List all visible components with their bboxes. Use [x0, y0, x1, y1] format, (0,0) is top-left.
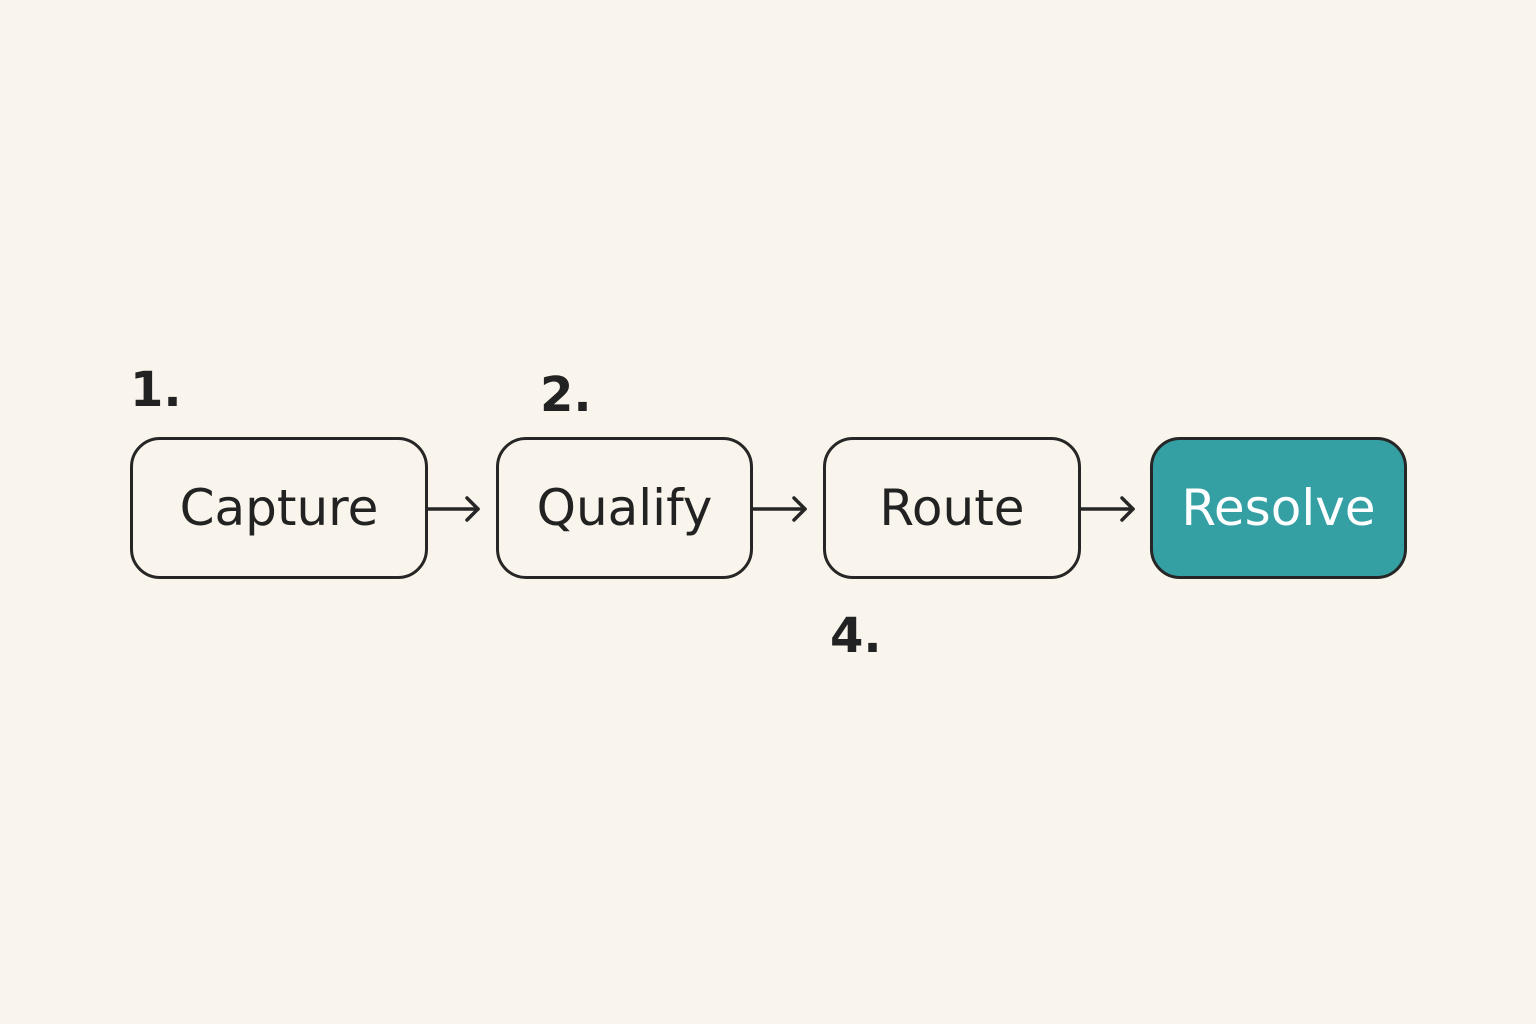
- arrow-right-icon: [751, 496, 807, 522]
- step-qualify-label: Qualify: [536, 479, 713, 537]
- step-number-1: 1.: [130, 362, 182, 418]
- step-capture-box: Capture: [130, 437, 428, 579]
- step-route-box: Route: [823, 437, 1081, 579]
- step-number-2: 2.: [540, 367, 592, 423]
- arrow-right-icon: [426, 496, 480, 522]
- step-resolve-box: Resolve: [1150, 437, 1407, 579]
- step-qualify-box: Qualify: [496, 437, 753, 579]
- arrow-right-icon: [1079, 496, 1135, 522]
- step-capture-label: Capture: [179, 479, 379, 537]
- step-number-4: 4.: [830, 608, 882, 664]
- step-resolve-label: Resolve: [1181, 479, 1376, 537]
- step-route-label: Route: [879, 479, 1025, 537]
